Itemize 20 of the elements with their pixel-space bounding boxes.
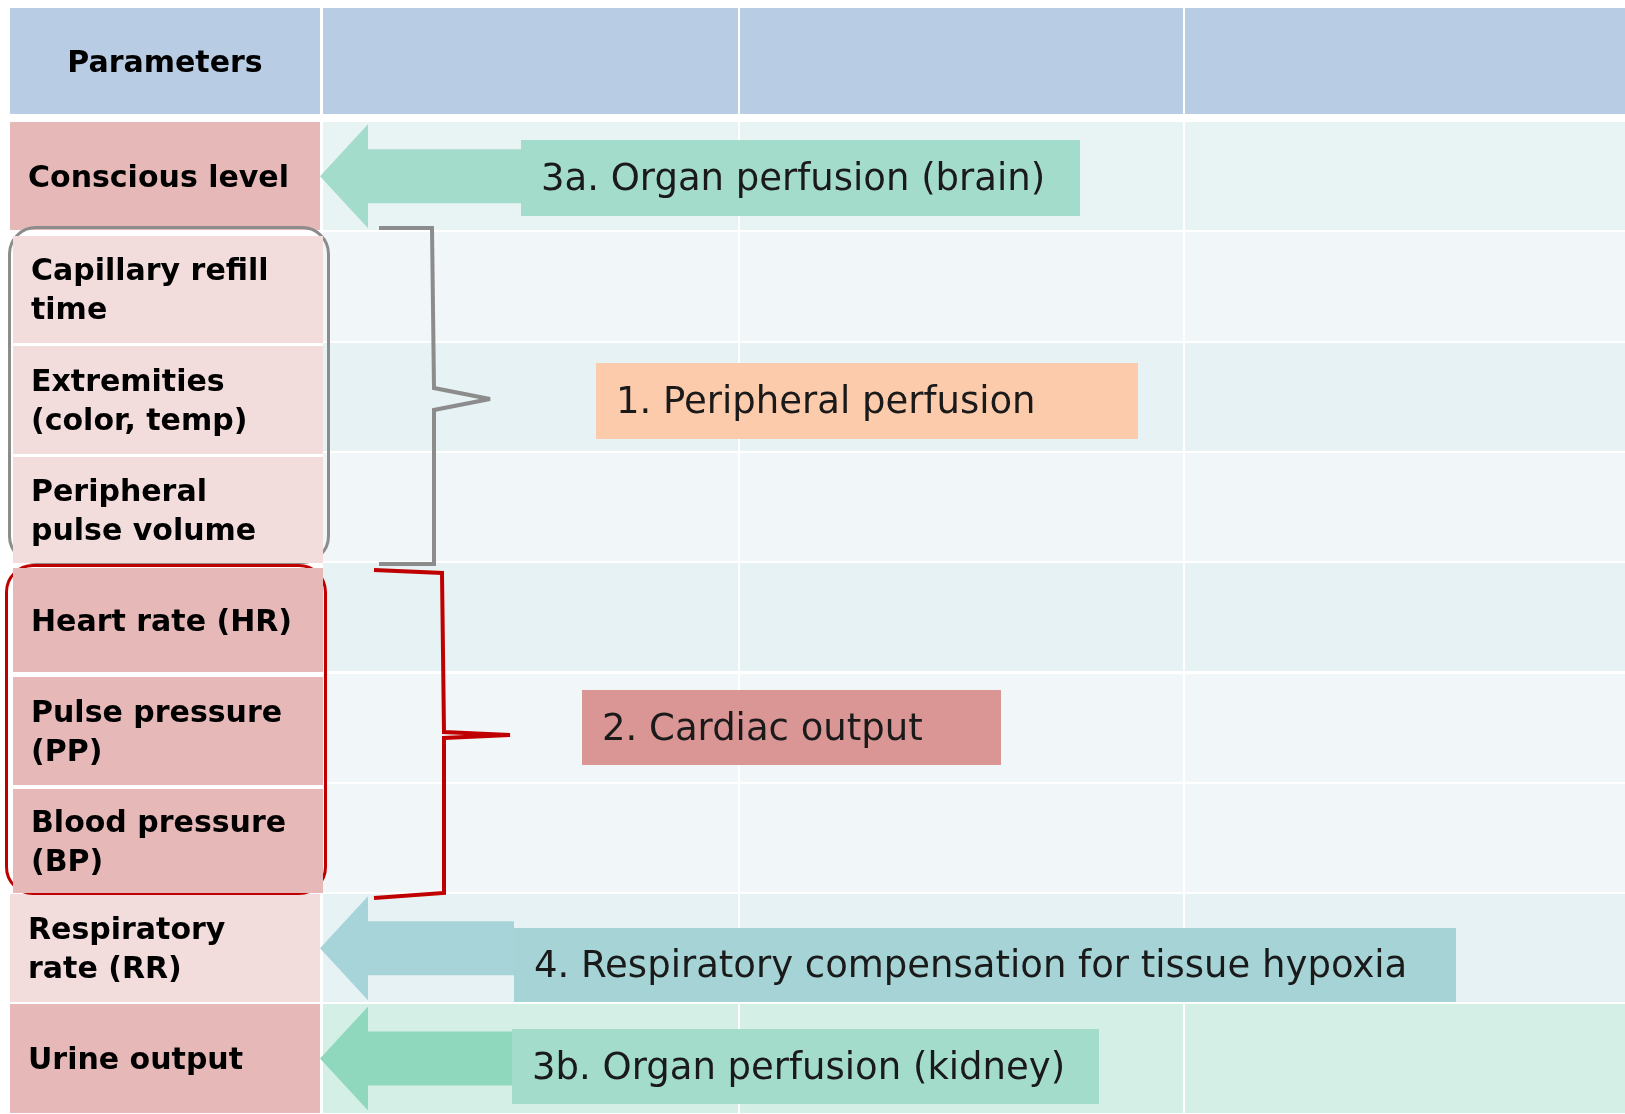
parameter-cell: Peripheral pulse volume	[13, 456, 323, 564]
parameter-cell: Conscious level	[10, 122, 320, 231]
label-box: 3b. Organ perfusion (kidney)	[512, 1029, 1099, 1104]
label-box: 1. Peripheral perfusion	[596, 363, 1138, 439]
block-arrow	[320, 124, 521, 229]
parameter-cell: Urine output	[10, 1004, 320, 1113]
parameter-cell: Respiratory rate (RR)	[10, 894, 320, 1003]
block-arrow	[320, 896, 514, 1001]
parameter-cell: Pulse pressure (PP)	[13, 676, 323, 785]
parameter-cell: Blood pressure (BP)	[13, 788, 323, 894]
group-outline	[5, 564, 327, 895]
parameter-cell: Capillary refill time	[13, 236, 323, 343]
block-arrow	[320, 1006, 512, 1111]
label-box: 2. Cardiac output	[582, 690, 1001, 765]
group-outline	[8, 226, 330, 564]
label-box: 4. Respiratory compensation for tissue hypoxia	[514, 928, 1456, 1002]
label-box: 3a. Organ perfusion (brain)	[521, 140, 1080, 216]
parameter-cell: Heart rate (HR)	[13, 568, 323, 673]
header-cell: Parameters	[10, 8, 320, 114]
parameter-cell: Extremities (color, temp)	[13, 345, 323, 454]
